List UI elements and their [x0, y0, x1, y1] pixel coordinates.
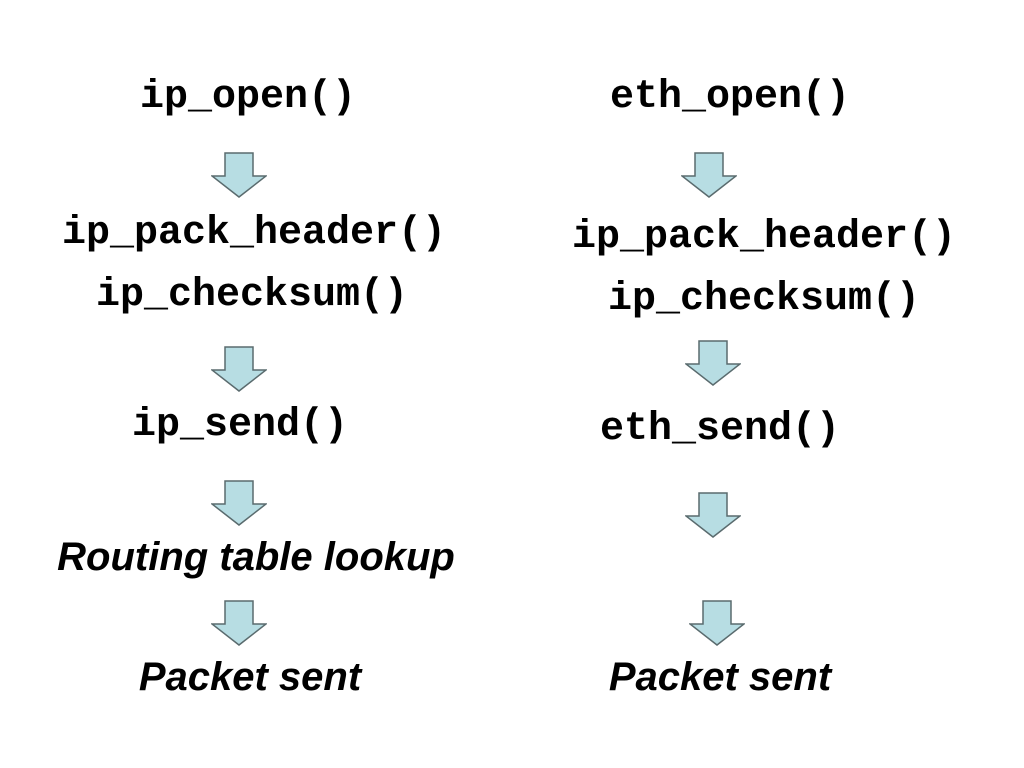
down-arrow-icon — [689, 600, 745, 646]
left-step-routing-table-lookup: Routing table lookup — [57, 535, 455, 579]
down-arrow-icon — [211, 152, 267, 198]
right-step-packet-sent: Packet sent — [608, 655, 832, 699]
right-step-eth-open: eth_open() — [609, 75, 851, 120]
right-step-ip-pack-header: ip_pack_header() — [571, 215, 957, 260]
right-step-ip-checksum: ip_checksum() — [607, 277, 921, 322]
down-arrow-icon — [211, 346, 267, 392]
down-arrow-icon — [681, 152, 737, 198]
down-arrow-icon — [685, 492, 741, 538]
right-step-eth-send: eth_send() — [599, 407, 841, 452]
left-step-ip-pack-header: ip_pack_header() — [61, 211, 447, 256]
down-arrow-icon — [685, 340, 741, 386]
down-arrow-icon — [211, 600, 267, 646]
left-step-packet-sent: Packet sent — [138, 655, 362, 699]
left-step-ip-send: ip_send() — [131, 403, 349, 448]
left-step-ip-open: ip_open() — [139, 75, 357, 120]
left-step-ip-checksum: ip_checksum() — [95, 273, 409, 318]
down-arrow-icon — [211, 480, 267, 526]
